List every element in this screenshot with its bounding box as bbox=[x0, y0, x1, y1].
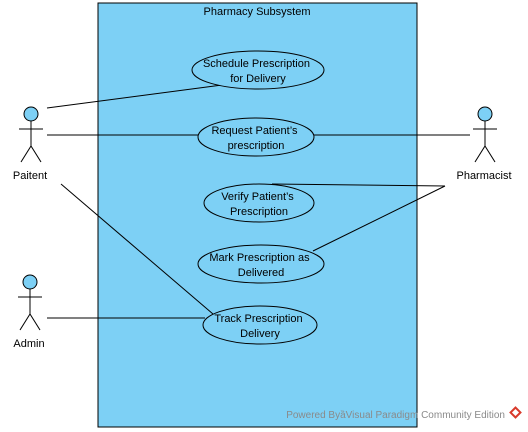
association-paitent-track[interactable] bbox=[60, 183, 214, 315]
use-case-track-delivery[interactable]: Track Prescription Delivery bbox=[202, 305, 318, 345]
use-case-label-line1: Verify Patient’s bbox=[221, 191, 294, 203]
svg-text:Mark Prescription as Del: Mark Prescription as Delivered bbox=[209, 252, 312, 279]
visual-paradigm-logo-icon bbox=[509, 406, 522, 419]
use-case-label-line1: Mark Prescription as bbox=[209, 252, 310, 264]
system-title: Pharmacy Subsystem bbox=[204, 6, 311, 18]
stick-figure-icon bbox=[18, 289, 42, 331]
actor-head-icon bbox=[23, 106, 39, 122]
actor-paitent[interactable]: Paitent bbox=[13, 106, 47, 182]
stick-figure-icon bbox=[19, 121, 43, 163]
actor-admin[interactable]: Admin bbox=[13, 274, 45, 350]
actor-head-icon bbox=[477, 106, 493, 122]
use-case-label-line2: Delivered bbox=[238, 267, 284, 279]
use-case-label-line2: prescription bbox=[228, 140, 285, 152]
use-case-label-line1: Track Prescription bbox=[214, 313, 302, 325]
actor-pharmacist[interactable]: Pharmacist bbox=[456, 106, 512, 182]
svg-text:Verify Patient’s Prescri: Verify Patient’s Prescription bbox=[221, 191, 297, 218]
use-case-verify-prescription[interactable]: Verify Patient’s Prescription bbox=[203, 183, 315, 223]
actor-head-icon bbox=[22, 274, 38, 290]
use-case-schedule-delivery[interactable]: Schedule Prescription for Delivery bbox=[191, 50, 325, 90]
association-pharmacist-mark[interactable] bbox=[312, 185, 446, 252]
svg-text:Track Prescription Deliv: Track Prescription Delivery bbox=[214, 313, 305, 340]
use-case-label-line2: Delivery bbox=[240, 328, 280, 340]
associations bbox=[46, 84, 470, 319]
actor-label: Admin bbox=[13, 338, 44, 350]
use-case-label-line2: for Delivery bbox=[230, 73, 286, 85]
watermark-text: Powered ByȁVisual Paradigm Community Edi… bbox=[286, 410, 505, 421]
association-paitent-schedule[interactable] bbox=[46, 84, 223, 109]
use-case-mark-delivered[interactable]: Mark Prescription as Delivered bbox=[197, 244, 325, 284]
actor-label: Pharmacist bbox=[456, 170, 511, 182]
use-case-request-prescription[interactable]: Request Patient’s prescription bbox=[197, 117, 315, 157]
use-case-label-line1: Request Patient’s bbox=[211, 125, 298, 137]
stick-figure-icon bbox=[473, 121, 497, 163]
use-case-label-line1: Schedule Prescription bbox=[203, 58, 310, 70]
association-pharmacist-verify[interactable] bbox=[271, 183, 446, 187]
use-case-label-line2: Prescription bbox=[230, 206, 288, 218]
svg-text:Schedule Prescription fo: Schedule Prescription for Delivery bbox=[203, 58, 313, 85]
actor-label: Paitent bbox=[13, 170, 47, 182]
svg-text:Request Patient’s prescr: Request Patient’s prescription bbox=[211, 125, 300, 152]
